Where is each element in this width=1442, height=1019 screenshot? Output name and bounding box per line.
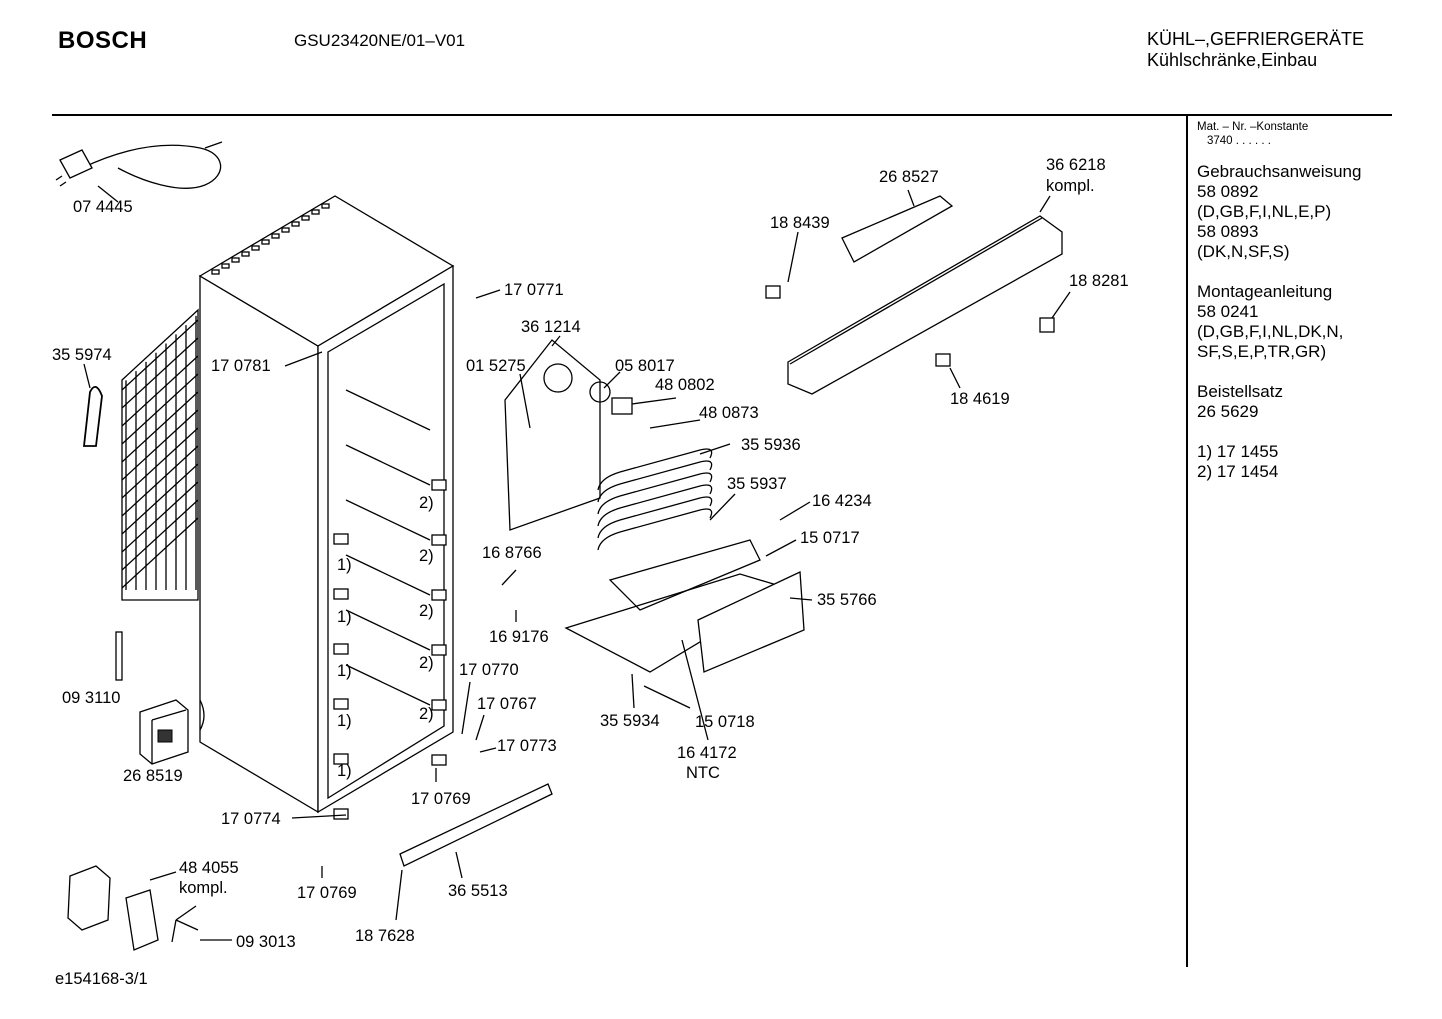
sidebar-line: Gebrauchsanweisung	[1197, 162, 1362, 181]
part-label-170769b: 17 0769	[297, 884, 357, 902]
part-label-170769a: 17 0769	[411, 790, 471, 808]
sidebar-block-assembly: Montageanleitung 58 0241 (D,GB,F,I,NL,DK…	[1197, 282, 1361, 362]
part-label-484055-kompl: kompl.	[179, 879, 228, 897]
sidebar-info: Mat. – Nr. –Konstante 3740 . . . . . . G…	[1197, 121, 1361, 502]
part-label-170781: 17 0781	[211, 357, 271, 375]
part-label-355936: 35 5936	[741, 436, 801, 454]
brand-logo: BOSCH	[58, 27, 148, 54]
part-label-058017: 05 8017	[615, 357, 675, 375]
part-label-170774: 17 0774	[221, 810, 281, 828]
part-label-188281: 18 8281	[1069, 272, 1129, 290]
sidebar-line: (D,GB,F,I,NL,DK,N,	[1197, 322, 1344, 341]
part-label-365513: 36 5513	[448, 882, 508, 900]
control-panel-drawing	[765, 195, 1063, 395]
part-label-480873: 48 0873	[699, 404, 759, 422]
part-label-074445: 07 4445	[73, 198, 133, 216]
footnote-mark-2: 2)	[419, 705, 434, 723]
part-label-361214: 36 1214	[521, 318, 581, 336]
power-cord-drawing	[55, 141, 223, 189]
sidebar-line: 2) 17 1454	[1197, 462, 1279, 481]
part-label-188439: 18 8439	[770, 214, 830, 232]
part-label-150717: 15 0717	[800, 529, 860, 547]
sidebar-line: 26 5629	[1197, 402, 1259, 421]
fan-assembly-drawing	[67, 865, 199, 951]
part-label-164172-ntc: NTC	[686, 764, 720, 782]
category-line-2: Kühlschränke,Einbau	[1147, 50, 1318, 70]
footnote-mark-1: 1)	[337, 762, 352, 780]
sidebar-line: (D,GB,F,I,NL,E,P)	[1197, 202, 1332, 221]
drain-tube-drawing	[82, 386, 103, 447]
drawer-drawing	[564, 539, 805, 673]
part-label-093013: 09 3013	[236, 933, 296, 951]
part-label-268527: 26 8527	[879, 168, 939, 186]
sidebar-line: (DK,N,SF,S)	[1197, 242, 1290, 261]
footnote-mark-2: 2)	[419, 547, 434, 565]
category-line-1: KÜHL–,GEFRIERGERÄTE	[1147, 29, 1365, 49]
header-rule	[52, 114, 1392, 116]
part-label-480802: 48 0802	[655, 376, 715, 394]
evaporator-coil-drawing	[597, 448, 713, 551]
part-label-168766: 16 8766	[482, 544, 542, 562]
part-label-484055: 48 4055	[179, 859, 239, 877]
part-label-164172: 16 4172	[677, 744, 737, 762]
part-label-366218-kompl: kompl.	[1046, 177, 1095, 195]
sidebar-rule	[1186, 115, 1188, 967]
part-label-170770: 17 0770	[459, 661, 519, 679]
sidebar-line: Beistellsatz	[1197, 382, 1283, 401]
part-label-355766: 35 5766	[817, 591, 877, 609]
sidebar-block-kit: Beistellsatz 26 5629	[1197, 382, 1361, 422]
drawing-id: e154168-3/1	[55, 970, 148, 988]
mat-nr-label: Mat. – Nr. –Konstante	[1197, 121, 1309, 133]
tube-part-drawing	[115, 631, 123, 681]
sidebar-line: 1) 17 1455	[1197, 442, 1279, 461]
leader-lines	[83, 185, 1071, 941]
bottom-rail-drawing	[399, 783, 553, 867]
sidebar-block-manual: Gebrauchsanweisung 58 0892 (D,GB,F,I,NL,…	[1197, 162, 1361, 262]
footnote-mark-1: 1)	[337, 712, 352, 730]
relay-box-drawing	[139, 699, 189, 765]
part-label-150718: 15 0718	[695, 713, 755, 731]
part-label-268519: 26 8519	[123, 767, 183, 785]
part-label-164234: 16 4234	[812, 492, 872, 510]
category-heading: KÜHL–,GEFRIERGERÄTE Kühlschränke,Einbau	[1147, 29, 1364, 71]
footnote-mark-1: 1)	[337, 608, 352, 626]
sidebar-line: 58 0893	[1197, 222, 1259, 241]
footnote-mark-1: 1)	[337, 662, 352, 680]
part-label-169176: 16 9176	[489, 628, 549, 646]
part-label-355974: 35 5974	[52, 346, 112, 364]
part-label-170771: 17 0771	[504, 281, 564, 299]
part-label-015275: 01 5275	[466, 357, 526, 375]
sidebar-line: 58 0892	[1197, 182, 1259, 201]
footnote-mark-2: 2)	[419, 602, 434, 620]
part-label-170773: 17 0773	[497, 737, 557, 755]
condenser-drawing	[121, 308, 199, 601]
part-label-184619: 18 4619	[950, 390, 1010, 408]
mat-nr-value: 3740 . . . . . .	[1207, 135, 1271, 147]
sidebar-line: Montageanleitung	[1197, 282, 1333, 301]
part-label-170767: 17 0767	[477, 695, 537, 713]
sidebar-line: SF,S,E,P,TR,GR)	[1197, 342, 1327, 361]
footnote-mark-1: 1)	[337, 556, 352, 574]
part-label-093110: 09 3110	[62, 689, 121, 707]
part-label-355934: 35 5934	[600, 712, 660, 730]
sidebar-block-footnotes: 1) 17 1455 2) 17 1454	[1197, 442, 1361, 482]
sidebar-line: 58 0241	[1197, 302, 1259, 321]
model-number: GSU23420NE/01–V01	[294, 31, 466, 50]
cabinet-drawing	[198, 195, 455, 820]
footnote-mark-2: 2)	[419, 494, 434, 512]
rear-plate-drawing	[504, 339, 633, 531]
part-label-187628: 18 7628	[355, 927, 415, 945]
part-label-366218: 36 6218	[1046, 156, 1106, 174]
footnote-mark-2: 2)	[419, 654, 434, 672]
part-label-355937: 35 5937	[727, 475, 787, 493]
